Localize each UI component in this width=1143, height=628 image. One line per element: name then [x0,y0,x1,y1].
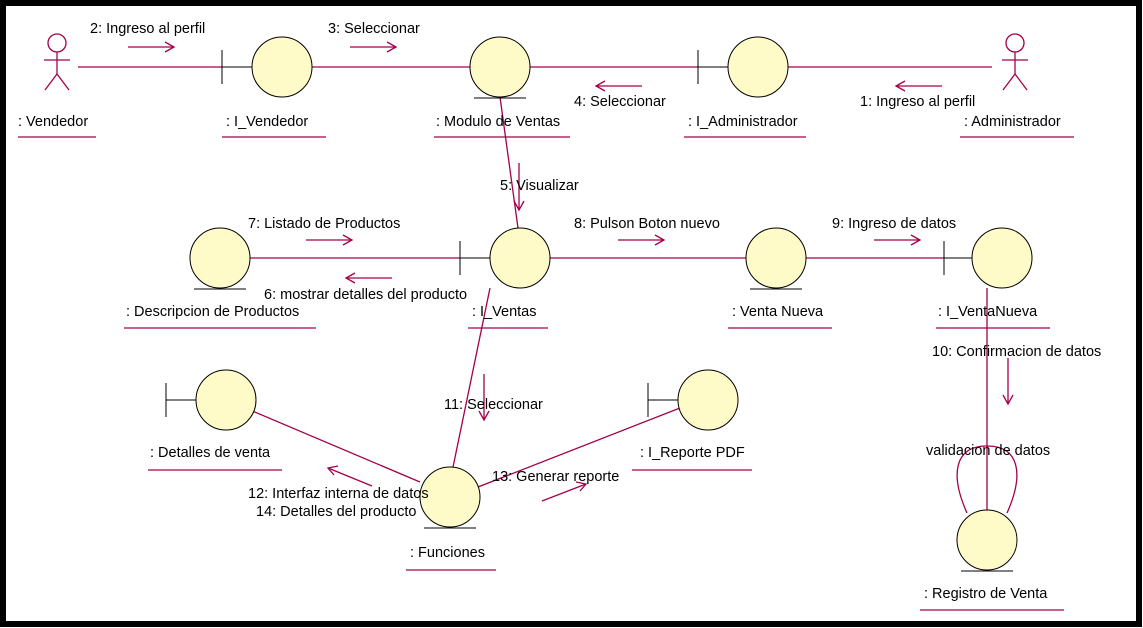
arrow-m7 [306,234,354,246]
arrow-m3 [350,41,398,53]
actor-administrador-label: : Administrador [964,114,1061,130]
boundary-detalles-venta [165,369,257,431]
control-modulo-ventas [469,36,531,99]
arrow-m13 [541,481,588,502]
boundary-i-ventanueva [943,227,1033,289]
links [78,66,1018,514]
message-label-m1: 1: Ingreso al perfil [860,94,975,110]
entity-registro-venta [956,509,1018,572]
link-modulo-iventas [499,96,519,229]
i-vendedor-label: : I_Vendedor [226,114,308,130]
arrow-m2 [128,41,176,53]
name-underlines [18,136,1074,611]
i-administrador-label: : I_Administrador [688,114,798,130]
descripcion-productos-label: : Descripcion de Productos [126,304,299,320]
message-label-m3: 3: Seleccionar [328,21,420,37]
modulo-ventas-label: : Modulo de Ventas [436,114,560,130]
actor-vendedor-label: : Vendedor [18,114,88,130]
registro-venta-label: : Registro de Venta [924,586,1048,602]
i-ventanueva-label: : I_VentaNueva [938,304,1038,320]
message-label-m13: 13: Generar reporte [492,469,619,485]
link-funciones-ireporte [477,407,681,488]
message-label-m7: 7: Listado de Productos [248,216,400,232]
link-detalles-funciones [249,409,421,483]
arrow-m4 [594,80,642,92]
arrow-m12 [326,465,373,487]
message-label-self-loop: validacion de datos [926,443,1050,459]
arrow-m5 [513,163,525,212]
i-reporte-pdf-label: : I_Reporte PDF [640,445,745,461]
arrow-m9 [874,234,922,246]
message-label-m9: 9: Ingreso de datos [832,216,956,232]
message-label-m2: 2: Ingreso al perfil [90,21,205,37]
message-arrows [128,41,1014,502]
arrow-m8 [618,234,666,246]
boundary-i-ventas [459,227,551,289]
link-iventas-funciones [451,287,491,473]
actor-administrador [1002,33,1028,91]
message-label-m10: 10: Confirmacion de datos [932,344,1101,360]
actor-vendedor [44,33,70,91]
message-label-m12: 12: Interfaz interna de datos [248,486,429,502]
actor-head [1005,33,1025,53]
message-label-m6: 6: mostrar detalles del producto [264,287,467,303]
arrow-m11 [478,374,490,422]
i-ventas-label: : I_Ventas [472,304,537,320]
entity-venta-nueva [745,227,807,290]
message-label-m14: 14: Detalles del producto [256,504,416,520]
message-label-m5: 5: Visualizar [500,178,579,194]
boundary-i-administrador [697,36,789,98]
venta-nueva-label: : Venta Nueva [732,304,824,320]
arrow-m6 [344,272,392,284]
actor-head [47,33,67,53]
arrow-m10 [1002,358,1014,406]
message-label-m11: 11: Seleccionar [444,397,543,413]
control-funciones [419,466,481,529]
funciones-label: : Funciones [410,545,485,561]
detalles-venta-label: : Detalles de venta [150,445,271,461]
message-label-m4: 4: Seleccionar [574,94,666,110]
boundary-i-reporte-pdf [647,369,739,431]
boundary-i-vendedor [221,36,313,98]
arrow-m1 [894,80,942,92]
self-loop-registro [956,445,1018,514]
entity-descripcion-productos [189,227,251,290]
message-label-m8: 8: Pulson Boton nuevo [574,216,720,232]
